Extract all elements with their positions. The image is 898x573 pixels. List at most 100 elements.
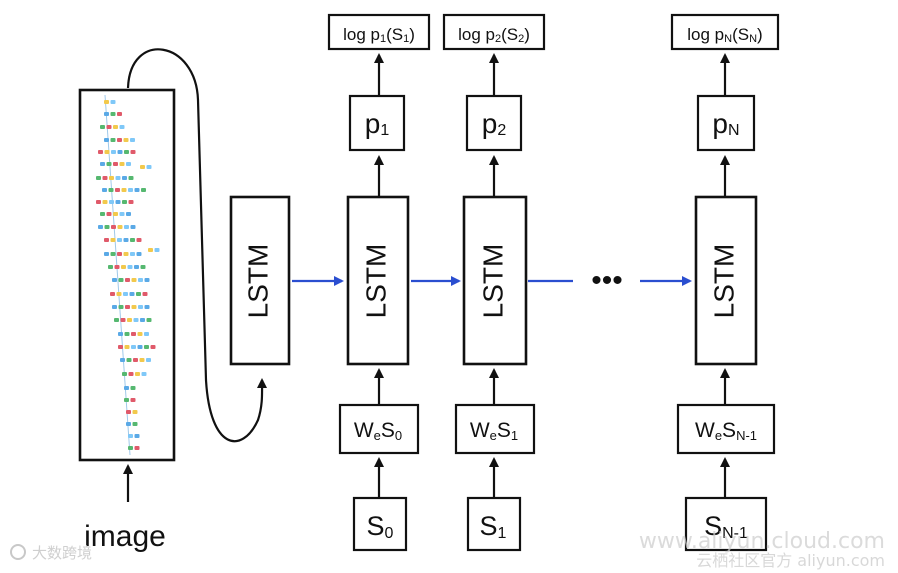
cnn-node-icon	[113, 162, 118, 166]
cnn-node-icon	[123, 238, 129, 242]
cnn-node-icon	[98, 150, 103, 154]
input-label-1: S0	[367, 511, 394, 542]
cnn-node-icon	[127, 318, 132, 322]
ellipsis: •••	[591, 264, 623, 297]
cnn-node-icon	[131, 345, 136, 349]
time-step-column-2: log p2(S2) p2 LSTM WeS1 S1	[442, 13, 546, 552]
cnn-node-icon	[116, 292, 122, 296]
cnn-node-icon	[128, 372, 134, 376]
log-prob-box-1	[327, 13, 431, 51]
cnn-node-icon	[135, 372, 140, 376]
cnn-node-icon	[124, 386, 129, 390]
cnn-node-icon	[110, 252, 116, 256]
cnn-node-icon	[115, 200, 121, 204]
log-prob-label-1: log p1(S1)	[343, 25, 415, 45]
cnn-node-icon	[124, 345, 130, 349]
cnn-node-icon	[128, 446, 133, 450]
log-prob-box-n	[670, 13, 780, 51]
cnn-node-icon	[126, 162, 131, 166]
cnn-node-icon	[124, 332, 130, 336]
cnn-node-icon	[113, 212, 118, 216]
embed-box-1	[338, 403, 420, 455]
cnn-node-icon	[122, 372, 127, 376]
cnn-node-icon	[138, 305, 143, 309]
cnn-node-icon	[109, 176, 114, 180]
lstm-box-1	[346, 195, 410, 366]
cnn-node-icon	[104, 94, 131, 456]
cnn-node-icon	[128, 188, 133, 192]
cnn-node-icon	[110, 292, 115, 296]
cnn-node-icon	[140, 265, 146, 269]
cnn-node-icon	[118, 332, 123, 336]
cnn-node-icon	[121, 265, 126, 269]
lstm-box-n	[694, 195, 758, 366]
cnn-node-icon	[117, 150, 123, 154]
cnn-node-icon	[106, 125, 112, 129]
cnn-node-icon	[119, 212, 125, 216]
log-prob-box-2	[442, 13, 546, 51]
lstm-box-2	[462, 195, 528, 366]
time-step-column-1: log p1(S1) p1 LSTM WeS0 S0	[327, 13, 431, 552]
cnn-node-icon	[115, 188, 120, 192]
cnn-node-icon	[126, 410, 131, 414]
cnn-node-icon	[121, 188, 127, 192]
cnn-node-icon	[126, 358, 132, 362]
cnn-node-icon	[126, 422, 131, 426]
initial-lstm-block: LSTM	[229, 195, 291, 366]
log-prob-label-2: log p2(S2)	[458, 25, 530, 45]
cnn-node-icon	[106, 162, 112, 166]
cnn-node-icon	[102, 200, 108, 204]
cnn-node-icon	[118, 305, 124, 309]
cnn-node-icon	[148, 248, 153, 252]
lstm-label-2: LSTM	[477, 244, 508, 319]
cnn-node-icon	[112, 278, 117, 282]
cnn-node-icon	[119, 125, 125, 129]
cnn-node-icon	[144, 332, 149, 336]
cnn-node-icon	[133, 358, 138, 362]
cnn-node-icon	[130, 225, 136, 229]
cnn-node-icon	[112, 305, 117, 309]
lstm-label-n: LSTM	[708, 244, 739, 319]
prob-label-2: p2	[482, 108, 507, 139]
cnn-node-icon	[131, 305, 137, 309]
cnn-node-icon	[98, 225, 103, 229]
cnn-node-icon	[96, 200, 101, 204]
cnn-to-lstm-curve	[126, 48, 268, 443]
cnn-node-icon	[146, 318, 152, 322]
cnn-node-icon	[111, 225, 116, 229]
cnn-node-icon	[108, 265, 113, 269]
cnn-node-icon	[117, 252, 122, 256]
cnn-node-icon	[136, 292, 141, 296]
cnn-node-icon	[146, 165, 152, 169]
prob-label-n: pN	[712, 108, 739, 139]
cnn-node-icon	[141, 372, 147, 376]
cnn-frame	[78, 88, 176, 462]
cnn-node-icon	[118, 278, 124, 282]
cnn-node-icon	[144, 305, 150, 309]
cnn-node-icon	[134, 446, 140, 450]
cnn-node-icon	[110, 138, 116, 142]
cnn-node-icon	[104, 225, 110, 229]
cnn-node-icon	[138, 278, 143, 282]
cnn-node-icon	[104, 252, 109, 256]
input-box-2	[466, 496, 522, 552]
cnn-node-icon	[137, 345, 143, 349]
cnn-node-icon	[96, 176, 101, 180]
watermark-logo-icon	[10, 544, 26, 560]
cnn-node-icon	[130, 252, 135, 256]
initial-lstm-label: LSTM	[242, 244, 273, 319]
cnn-node-icon	[144, 278, 150, 282]
embed-label-2: WeS1	[470, 419, 518, 443]
cnn-node-icon	[114, 318, 119, 322]
cnn-node-icon	[139, 358, 145, 362]
cnn-node-icon	[142, 292, 148, 296]
cnn-node-icon	[140, 165, 145, 169]
cnn-node-icon	[144, 345, 149, 349]
cnn-node-icon	[134, 265, 139, 269]
embed-label-1: WeS0	[354, 419, 402, 443]
prob-box-n	[696, 94, 756, 152]
cnn-node-icon	[124, 150, 129, 154]
cnn-node-icon	[102, 188, 107, 192]
cnn-node-icon	[114, 265, 120, 269]
cnn-node-icon	[134, 434, 140, 438]
